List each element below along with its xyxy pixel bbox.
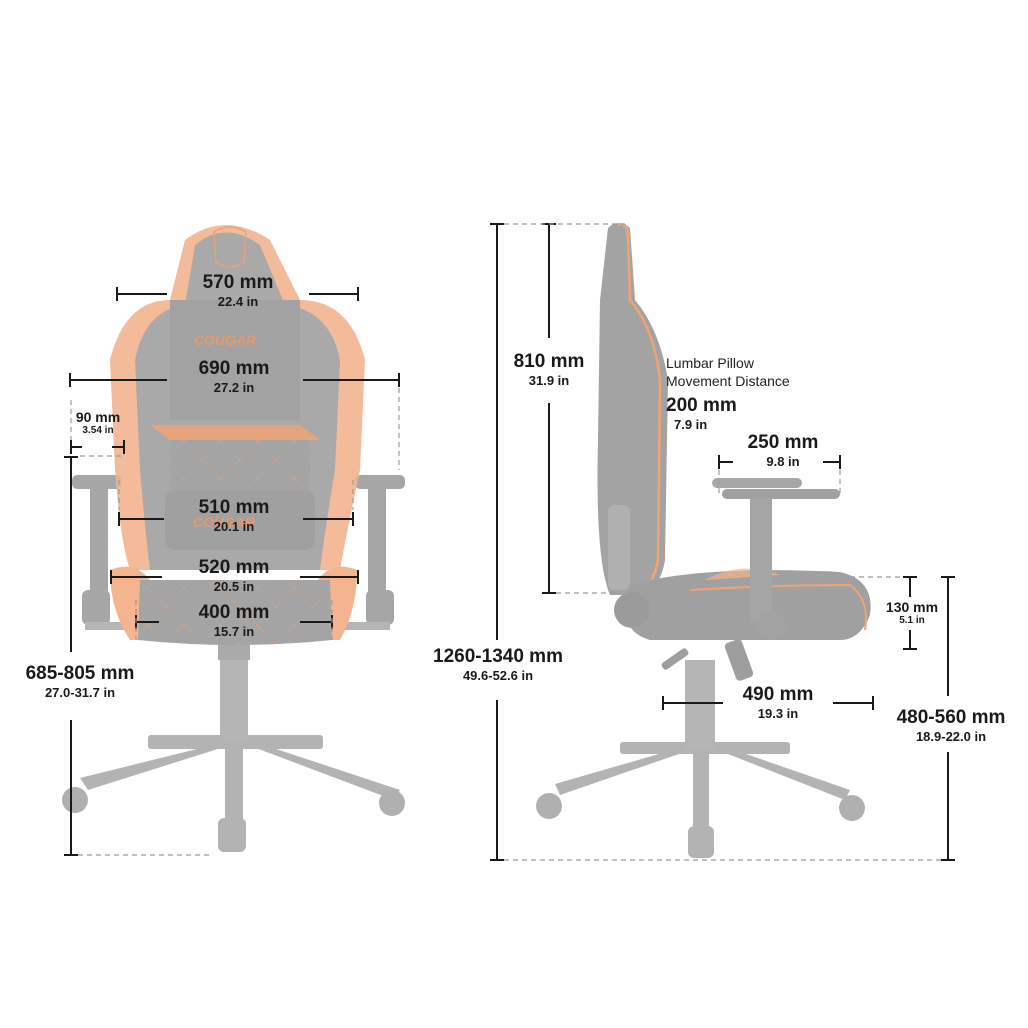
- seat-height-label: 480-560 mm 18.9-22.0 in: [896, 707, 1006, 744]
- front-dimension-lines: [64, 287, 400, 856]
- front-guide-lines: [70, 388, 400, 856]
- total-height-label: 1260-1340 mm 49.6-52.6 in: [433, 646, 563, 683]
- lumbar-distance-label: Lumbar Pillow Movement Distance 200 mm 7…: [666, 355, 790, 432]
- armrest-height-label: 685-805 mm 27.0-31.7 in: [25, 663, 135, 700]
- seat-inner-width-label: 400 mm 15.7 in: [198, 602, 270, 639]
- front-chair-base: [62, 640, 405, 852]
- side-chair: [536, 223, 871, 858]
- headrest-width-label: 570 mm 22.4 in: [202, 272, 274, 309]
- side-guide-lines: [504, 223, 941, 861]
- backrest-height-label: 810 mm 31.9 in: [513, 351, 585, 388]
- armrest-length-label: 250 mm 9.8 in: [747, 432, 819, 469]
- seat-thickness-label: 130 mm 5.1 in: [885, 599, 939, 626]
- svg-text:COUGAR: COUGAR: [193, 514, 256, 530]
- svg-text:COUGAR: COUGAR: [194, 332, 257, 348]
- shoulder-width-label: 690 mm 27.2 in: [198, 358, 270, 395]
- side-dimension-lines: [490, 223, 955, 861]
- seat-outer-width-label: 520 mm 20.5 in: [198, 557, 270, 594]
- backrest-width-label: 510 mm 20.1 in: [198, 497, 270, 534]
- front-chair: COUGAR COUGAR: [62, 225, 405, 852]
- armrest-offset-label: 90 mm 3.54 in: [75, 409, 121, 436]
- front-chair-armrests: [72, 475, 405, 630]
- seat-depth-label: 490 mm 19.3 in: [742, 684, 814, 721]
- side-chair-base: [536, 639, 865, 858]
